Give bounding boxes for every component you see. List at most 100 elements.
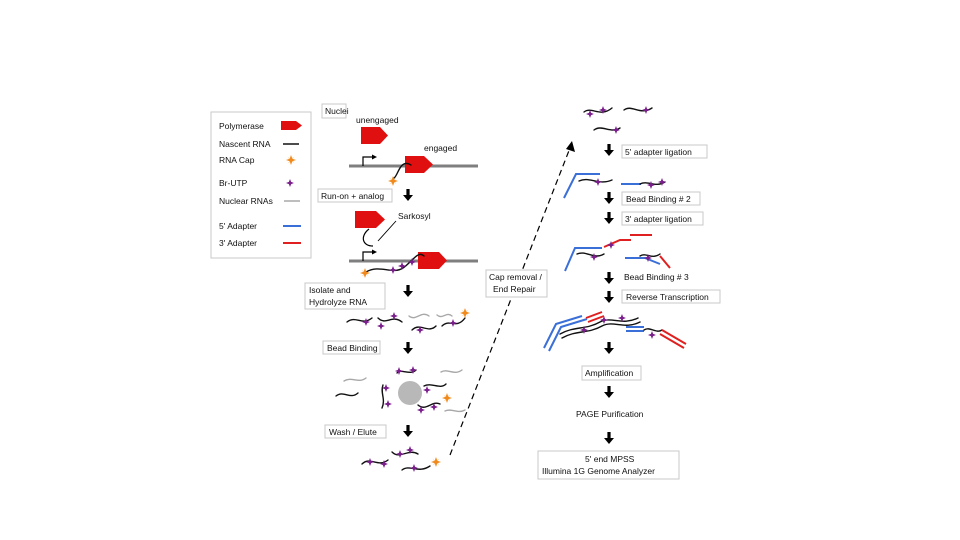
br-utp-icon-e3 <box>642 106 650 114</box>
5-adapter-ligated-1 <box>563 173 600 199</box>
capless-rna-3 <box>593 127 621 131</box>
run-on-box <box>317 188 393 203</box>
tss-arrow-1 <box>362 156 372 166</box>
engaged-polymerase-icon-2 <box>418 252 447 269</box>
cap-removal-label-2: End Repair <box>493 284 536 294</box>
cdna-5-adapter-1 <box>543 315 583 349</box>
released-polymerase-icon <box>355 211 385 228</box>
ligated-rna-1 <box>578 178 613 183</box>
down-arrow-icon-8 <box>604 272 614 284</box>
extended-rna <box>365 253 425 273</box>
cdna-3-adapter-2 <box>587 315 605 323</box>
rt-label: Reverse Transcription <box>626 292 709 302</box>
right-column: 5' adapter ligation Bead Binding # 2 3' … <box>537 106 721 480</box>
nuclear-rna-fragment-2 <box>436 313 453 318</box>
cdna-5-adapter-2 <box>548 318 588 352</box>
wash-elute-box <box>324 424 387 439</box>
dual-ligated-rna-2 <box>639 253 661 257</box>
cap-star-icon-2 <box>360 268 370 278</box>
bound-rna-3 <box>423 383 447 387</box>
br-utp-icon-a1 <box>389 266 397 274</box>
down-arrow-icon-12 <box>604 432 614 444</box>
rt-rna-2 <box>561 321 641 339</box>
legend-label-rna-cap: RNA Cap <box>219 155 255 165</box>
br-utp-icon-c1 <box>395 367 403 375</box>
legend: Polymerase Nascent RNA RNA Cap Br-UTP Nu… <box>210 111 312 259</box>
engaged-polymerase-icon <box>405 156 433 173</box>
adapter5-label: 5' adapter ligation <box>625 147 692 157</box>
bead2-label: Bead Binding # 2 <box>626 194 691 204</box>
rna-fragment-1 <box>346 317 373 323</box>
final-box <box>537 450 680 480</box>
bound-rna-4 <box>417 402 441 408</box>
legend-label-5-adapter: 5' Adapter <box>219 221 257 231</box>
br-utp-icon-f2 <box>647 181 655 189</box>
cap-removal-box <box>485 269 548 298</box>
br-utp-icon-f3 <box>658 178 666 186</box>
legend-label-br-utp: Br-UTP <box>219 178 248 188</box>
br-utp-icon-a2 <box>398 262 406 270</box>
isolate-label-2: Hydrolyze RNA <box>309 297 367 307</box>
legend-box <box>210 111 312 259</box>
nuclear-rna-fragment-5 <box>444 409 466 413</box>
down-arrow-icon-10 <box>604 342 614 354</box>
nuclei-label: Nuclei <box>325 106 349 116</box>
adapter3-label: 3' adapter ligation <box>625 214 692 224</box>
down-arrow-icon-4 <box>403 425 413 437</box>
capless-rna-1 <box>583 107 613 113</box>
nascent-rna-1 <box>393 162 412 179</box>
tss-arrowhead-2 <box>372 249 377 255</box>
bead-binding-box <box>322 340 381 355</box>
bead-binding-label: Bead Binding <box>327 343 378 353</box>
br-utp-icon-c5 <box>423 386 431 394</box>
eluted-rna-2 <box>391 451 419 456</box>
run-on-label: Run-on + analog <box>321 191 384 201</box>
bead3-label: Bead Binding # 3 <box>624 272 689 282</box>
legend-label-nascent-rna: Nascent RNA <box>219 139 271 149</box>
left-column: Nuclei unengaged engaged Run-on + analog… <box>304 103 478 472</box>
isolate-label-1: Isolate and <box>309 285 351 295</box>
rna-fragment-3 <box>411 325 437 331</box>
rna-fragment-2 <box>377 317 403 323</box>
legend-label-nuclear-rnas: Nuclear RNAs <box>219 196 273 206</box>
down-arrow-icon-2 <box>403 285 413 297</box>
br-utp-icon-f1 <box>594 178 602 186</box>
final-label-2: Illumina 1G Genome Analyzer <box>542 466 655 476</box>
5-adapter-ligated-4 <box>625 257 661 265</box>
br-utp-icon-e2 <box>599 106 607 114</box>
dashed-transition-arrow <box>449 147 571 456</box>
br-utp-icon-g1 <box>590 253 598 261</box>
sarkosyl-pointer <box>377 220 397 242</box>
sarkosyl-label: Sarkosyl <box>398 211 431 221</box>
nuclei-box <box>321 103 347 119</box>
polymerase-icon <box>281 121 302 130</box>
bead-icon <box>398 381 422 405</box>
engaged-label: engaged <box>424 143 457 153</box>
rna-fragment-5 <box>335 392 359 397</box>
br-utp-icon-b2 <box>377 322 385 330</box>
eluted-rna-1 <box>361 459 389 465</box>
cap-star-icon-1 <box>388 176 398 186</box>
capless-rna-2 <box>623 107 653 112</box>
3-adapter-ligated-1 <box>603 239 631 248</box>
adapter3-box <box>621 211 704 226</box>
amplification-label: Amplification <box>585 368 633 378</box>
tss-arrowhead-1 <box>372 154 377 160</box>
3-adapter-ligated-3 <box>659 255 671 269</box>
legend-label-polymerase: Polymerase <box>219 121 264 131</box>
release-arrow <box>362 228 374 247</box>
br-utp-icon-d1 <box>366 458 374 466</box>
down-arrow-icon-7 <box>604 212 614 224</box>
page-purification-label: PAGE Purification <box>576 409 644 419</box>
wash-elute-label: Wash / Elute <box>329 427 377 437</box>
down-arrow-icon-6 <box>604 192 614 204</box>
final-label-1: 5' end MPSS <box>585 454 635 464</box>
middle-transition: Cap removal / End Repair <box>449 141 575 456</box>
cdna-3-adapter-1 <box>585 311 603 319</box>
cdna-3-adapter-3 <box>661 329 687 345</box>
rt-rna-3 <box>643 328 663 332</box>
br-utp-icon-a3 <box>408 258 416 266</box>
br-utp-icon-c4 <box>384 400 392 408</box>
br-utp-icon-b1 <box>362 318 370 326</box>
